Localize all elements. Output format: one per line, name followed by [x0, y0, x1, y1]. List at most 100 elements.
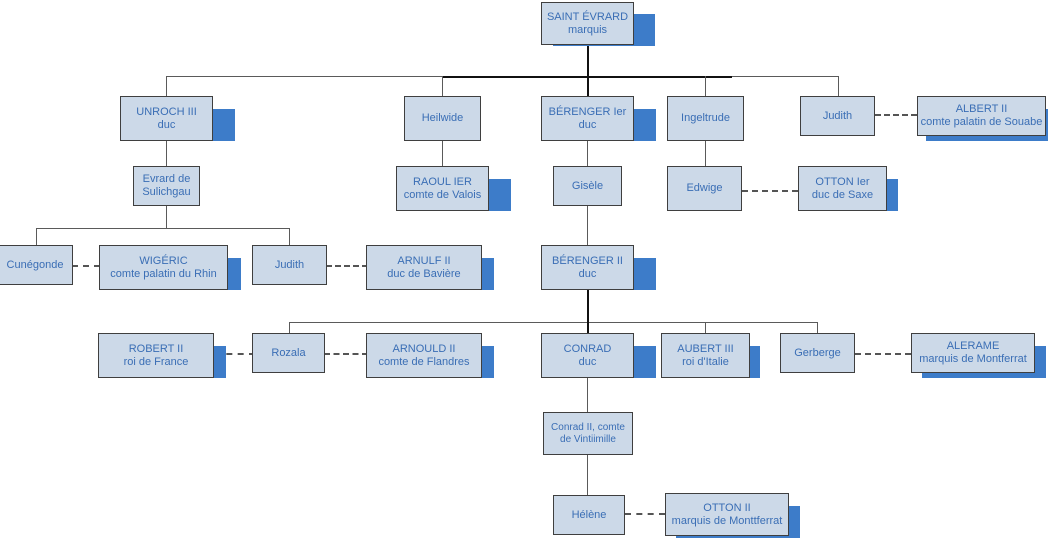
node-alerame[interactable]: ALERAME marquis de Montferrat [911, 333, 1035, 373]
node-title: UNROCH III [136, 105, 197, 118]
node-arnould-ii[interactable]: ARNOULD II comte de Flandres [366, 333, 482, 378]
node-judith-1[interactable]: Judith [800, 96, 875, 136]
node-rozala[interactable]: Rozala [252, 333, 325, 373]
node-subtitle: comte palatin du Rhin [110, 267, 217, 280]
node-conrad[interactable]: CONRAD duc [541, 333, 634, 378]
node-subtitle: comte de Flandres [378, 355, 470, 368]
node-subtitle: marquis de Monttferrat [671, 514, 783, 527]
node-berenger-ier[interactable]: BÉRENGER Ier duc [541, 96, 634, 141]
marriage-gerberge-alerame [855, 353, 911, 355]
node-title: ROBERT II [128, 342, 184, 355]
node-unroch-iii[interactable]: UNROCH III duc [120, 96, 213, 141]
marriage-edwige-otton1 [742, 190, 798, 192]
node-subtitle: de Vintiimille [560, 433, 616, 445]
node-otton-ii[interactable]: OTTON II marquis de Monttferrat [665, 493, 789, 536]
node-title: Heilwide [421, 112, 464, 125]
node-aubert-iii[interactable]: AUBERT III roi d'Italie [661, 333, 750, 378]
connector-conrad2-helene [587, 455, 588, 495]
connector-ingeltrude-edwige [705, 141, 706, 166]
node-title: AUBERT III [677, 342, 734, 355]
connector-evrard-stem [166, 206, 167, 228]
connector-drop-judith1 [838, 76, 839, 96]
connector-unroch-evrard [166, 141, 167, 166]
node-subtitle: roi d'Italie [682, 355, 729, 368]
connector-drop-heilwide [442, 76, 443, 96]
marriage-helene-otton2 [625, 513, 665, 515]
node-title: SAINT ÉVRARD [546, 10, 629, 23]
node-ingeltrude[interactable]: Ingeltrude [667, 96, 744, 141]
node-title: Hélène [571, 508, 607, 521]
node-subtitle: duc [578, 355, 597, 368]
connector-root-stem [587, 45, 589, 77]
node-title: ARNULF II [397, 254, 451, 267]
node-title: Gerberge [794, 346, 841, 359]
node-title: WIGÉRIC [139, 254, 188, 267]
node-title: Evrard de [142, 173, 191, 186]
connector-berenger1-gisele [587, 141, 588, 166]
node-judith-2[interactable]: Judith [252, 245, 327, 285]
connector-drop-cunegonde [36, 228, 37, 245]
node-subtitle: Sulichgau [142, 186, 191, 198]
node-gisele[interactable]: Gisèle [553, 166, 622, 206]
node-subtitle: duc [578, 267, 597, 280]
marriage-judith1-albert2 [875, 114, 917, 116]
node-subtitle: roi de France [123, 355, 189, 368]
node-gerberge[interactable]: Gerberge [780, 333, 855, 373]
node-edwige[interactable]: Edwige [667, 166, 742, 211]
connector-drop-rozala [289, 322, 290, 334]
node-title: Ingeltrude [681, 112, 730, 125]
node-heilwide[interactable]: Heilwide [404, 96, 481, 141]
node-title: OTTON II [703, 501, 751, 514]
node-evrard-sulichgau[interactable]: Evrard de Sulichgau [133, 166, 200, 206]
node-subtitle: duc [578, 118, 597, 131]
node-title: CONRAD [563, 342, 612, 355]
node-conrad-ii[interactable]: Conrad II, comte de Vintiimille [543, 412, 633, 455]
connector-gen4-bus [289, 322, 817, 323]
node-wigeric[interactable]: WIGÉRIC comte palatin du Rhin [99, 245, 228, 290]
node-title: OTTON Ier [815, 175, 870, 188]
connector-drop-unroch [166, 76, 167, 96]
node-title: BÉRENGER II [552, 254, 623, 267]
node-robert-ii[interactable]: ROBERT II roi de France [98, 333, 214, 378]
connector-drop-ingeltrude [705, 76, 706, 96]
marriage-rozala-arnould2 [324, 353, 368, 355]
node-raoul-ier[interactable]: RAOUL IER comte de Valois [396, 166, 489, 211]
node-subtitle: duc de Bavière [387, 267, 461, 280]
node-subtitle: comte palatin de Souabe [920, 116, 1043, 128]
node-title: ARNOULD II [392, 342, 456, 355]
connector-drop-berenger1 [587, 76, 589, 96]
node-berenger-ii[interactable]: BÉRENGER II duc [541, 245, 634, 290]
connector-conrad-conrad2 [587, 378, 588, 412]
node-title: Judith [822, 109, 853, 122]
node-subtitle: marquis de Montferrat [919, 353, 1027, 365]
connector-berenger2-stem [587, 290, 589, 322]
node-subtitle: marquis [567, 23, 608, 36]
node-subtitle: duc de Saxe [811, 188, 874, 201]
node-helene[interactable]: Hélène [553, 495, 625, 535]
node-title: BÉRENGER Ier [548, 105, 627, 118]
node-otton-ier[interactable]: OTTON Ier duc de Saxe [798, 166, 887, 211]
node-title: Rozala [271, 346, 306, 359]
node-cunegonde[interactable]: Cunégonde [0, 245, 73, 285]
node-title: RAOUL IER [413, 175, 472, 188]
node-subtitle: duc [157, 118, 176, 131]
node-subtitle: comte de Valois [403, 188, 482, 201]
connector-drop-judith2 [289, 228, 290, 245]
node-title: Edwige [686, 182, 723, 195]
node-title: Judith [274, 258, 305, 271]
marriage-robert2-rozala [215, 353, 255, 355]
node-title: ALERAME [946, 340, 1000, 353]
node-title: ALBERT II [955, 103, 1008, 116]
node-title: Conrad II, comte [551, 421, 625, 433]
connector-drop-conrad [587, 322, 589, 334]
node-albert-ii[interactable]: ALBERT II comte palatin de Souabe [917, 96, 1046, 136]
node-arnulf-ii[interactable]: ARNULF II duc de Bavière [366, 245, 482, 290]
node-saint-evrard[interactable]: SAINT ÉVRARD marquis [541, 2, 634, 45]
connector-heilwide-raoul [442, 141, 443, 166]
connector-gisele-berenger2 [587, 206, 588, 245]
marriage-judith2-arnulf2 [326, 265, 368, 267]
connector-drop-aubert3 [705, 322, 706, 334]
node-title: Cunégonde [6, 258, 64, 271]
connector-gen3-bus [36, 228, 289, 229]
